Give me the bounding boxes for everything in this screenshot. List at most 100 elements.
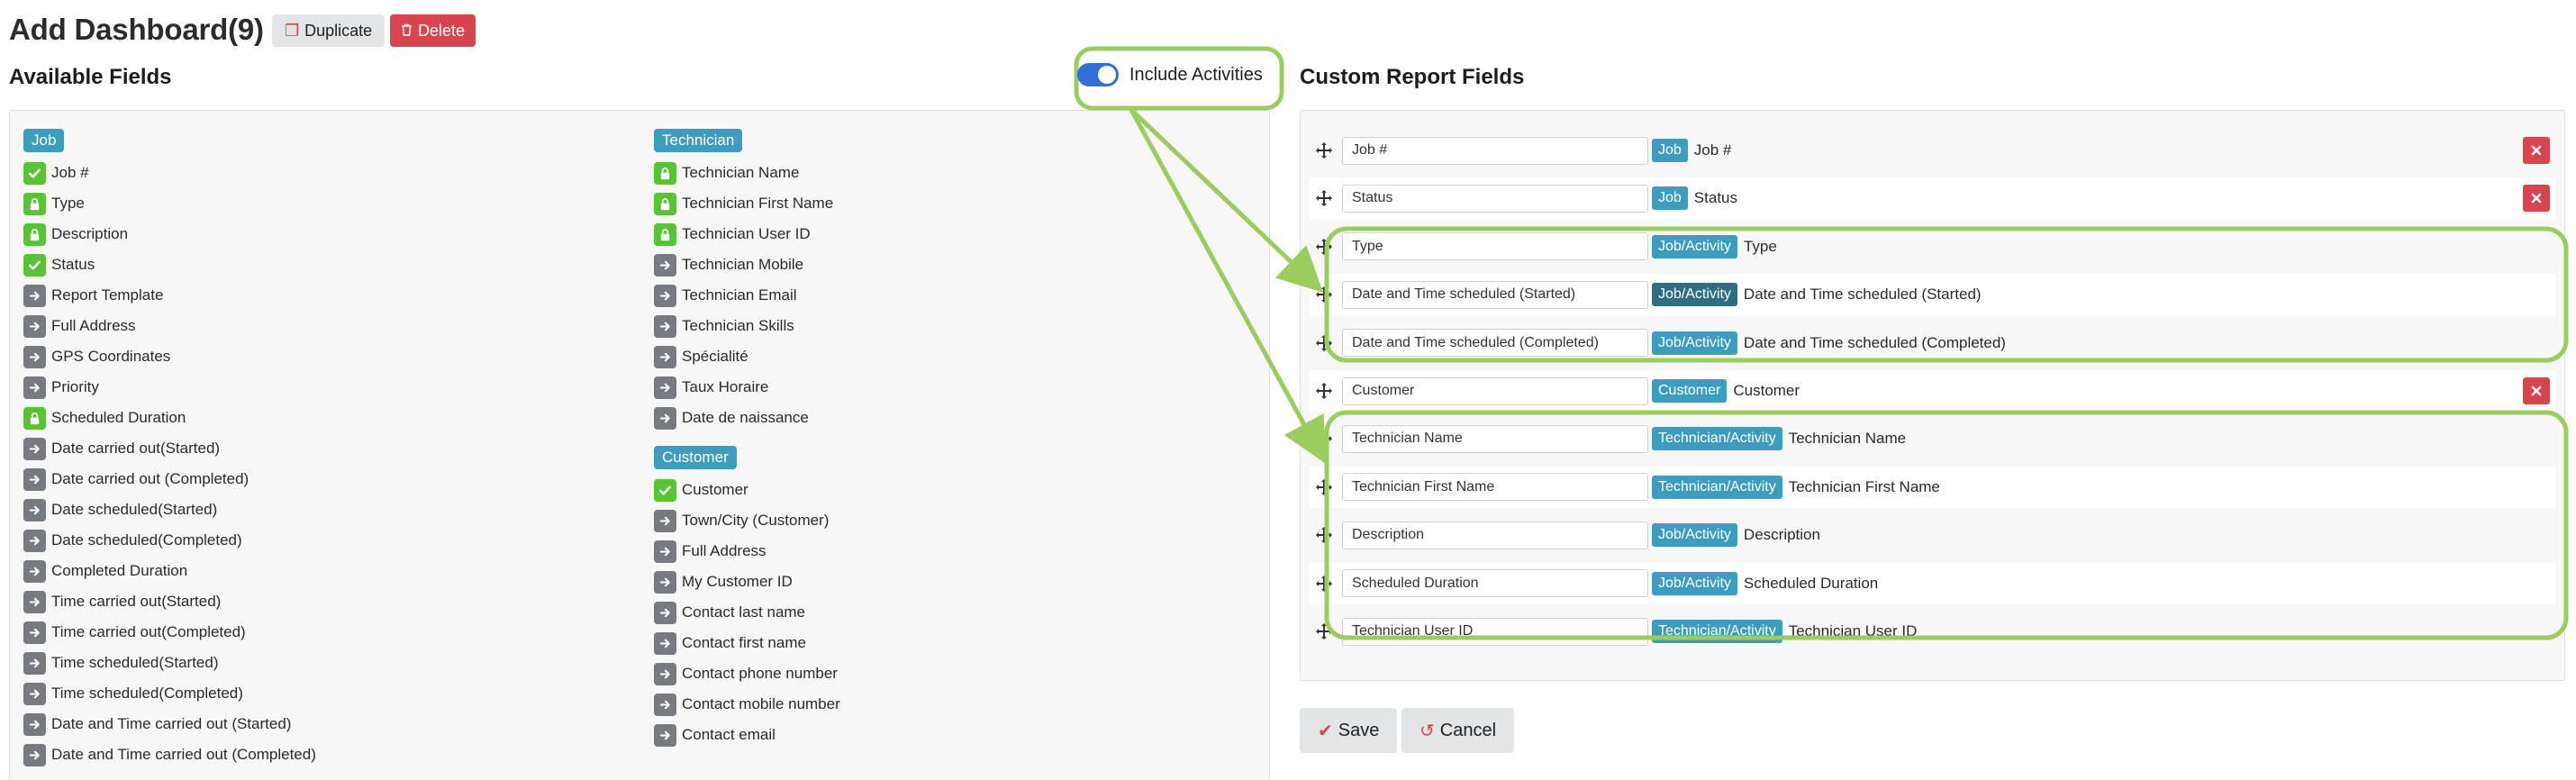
technician-field-item[interactable]: Date de naissance xyxy=(654,403,840,433)
technician-field-item[interactable]: Technician First Name xyxy=(654,188,840,219)
job-field-item[interactable]: Completed Duration xyxy=(23,556,316,586)
field-label: Customer xyxy=(682,481,748,498)
remove-field-button[interactable] xyxy=(2523,137,2550,164)
job-field-item[interactable]: Priority xyxy=(23,372,316,403)
duplicate-button[interactable]: ❐ Duplicate xyxy=(272,14,385,47)
job-field-item[interactable]: Date carried out(Started) xyxy=(23,433,316,464)
move-handle-icon[interactable] xyxy=(1315,334,1333,352)
save-button[interactable]: ✔ Save xyxy=(1300,708,1398,753)
job-field-item[interactable]: Date and Time carried out (Started) xyxy=(23,709,316,739)
job-field-item[interactable]: Description xyxy=(23,219,316,249)
job-field-item[interactable]: Time scheduled(Completed) xyxy=(23,678,316,709)
report-field-name-input[interactable] xyxy=(1342,329,1648,358)
job-field-item[interactable]: Date scheduled(Completed) xyxy=(23,525,316,556)
technician-field-item[interactable]: Technician Name xyxy=(654,158,840,188)
arrow-right-icon xyxy=(23,590,46,613)
report-field-name-input[interactable] xyxy=(1342,473,1648,502)
arrow-right-icon xyxy=(23,314,46,338)
customer-field-item[interactable]: Contact email xyxy=(654,720,840,750)
move-handle-icon[interactable] xyxy=(1315,141,1333,159)
report-field-name-input[interactable] xyxy=(1342,232,1648,261)
report-field-name-input[interactable] xyxy=(1342,376,1648,405)
arrow-right-icon xyxy=(23,284,46,307)
customer-field-item[interactable]: Town/City (Customer) xyxy=(654,505,840,536)
report-field-name-input[interactable] xyxy=(1342,280,1648,309)
technician-field-item[interactable]: Spécialité xyxy=(654,341,840,372)
include-activities-toggle-group: Include Activities xyxy=(1077,63,1263,86)
save-label: Save xyxy=(1338,720,1380,740)
remove-field-button[interactable] xyxy=(2523,185,2550,213)
customer-field-item[interactable]: Contact last name xyxy=(654,597,840,628)
move-handle-icon[interactable] xyxy=(1315,238,1333,256)
arrow-right-icon xyxy=(23,345,46,368)
field-label: Report Template xyxy=(51,286,164,304)
customer-field-item[interactable]: Contact phone number xyxy=(654,658,840,689)
arrow-right-icon xyxy=(23,529,46,552)
arrow-right-icon xyxy=(654,509,676,532)
field-source-label: Date and Time scheduled (Started) xyxy=(1743,286,1982,304)
job-field-item[interactable]: Full Address xyxy=(23,311,316,341)
report-field-name-input[interactable] xyxy=(1342,617,1648,646)
customer-field-item[interactable]: Full Address xyxy=(654,536,840,567)
technician-field-item[interactable]: Technician Email xyxy=(654,280,840,311)
technician-field-item[interactable]: Taux Horaire xyxy=(654,372,840,403)
field-label: Completed Duration xyxy=(51,562,188,579)
technician-field-item[interactable]: Technician User ID xyxy=(654,219,840,249)
report-field-name-input[interactable] xyxy=(1342,569,1648,598)
lock-icon xyxy=(23,406,46,430)
customer-field-item[interactable]: Contact first name xyxy=(654,628,840,658)
technician-field-item[interactable]: Technician Mobile xyxy=(654,249,840,280)
job-field-item[interactable]: Date and Time carried out (Completed) xyxy=(23,739,316,770)
customer-field-item[interactable]: Customer xyxy=(654,475,840,505)
move-handle-icon[interactable] xyxy=(1315,189,1333,207)
job-field-item[interactable]: Job # xyxy=(23,158,316,188)
job-field-item[interactable]: Time carried out(Started) xyxy=(23,586,316,617)
remove-field-button[interactable] xyxy=(2523,377,2550,404)
move-handle-icon[interactable] xyxy=(1315,286,1333,304)
technician-field-item[interactable]: Technician Skills xyxy=(654,311,840,341)
report-field-name-input[interactable] xyxy=(1342,136,1648,165)
report-field-name-input[interactable] xyxy=(1342,521,1648,549)
delete-button[interactable]: Delete xyxy=(390,14,476,47)
field-source-label: Description xyxy=(1743,526,1820,544)
job-field-item[interactable]: Report Template xyxy=(23,280,316,311)
field-source-label: Date and Time scheduled (Completed) xyxy=(1743,333,2006,351)
job-field-item[interactable]: Status xyxy=(23,249,316,280)
job-field-item[interactable]: Time carried out(Completed) xyxy=(23,617,316,648)
close-icon xyxy=(2531,385,2542,396)
include-activities-toggle[interactable] xyxy=(1077,63,1119,86)
job-field-item[interactable]: Time scheduled(Started) xyxy=(23,648,316,678)
move-handle-icon[interactable] xyxy=(1315,430,1333,448)
move-handle-icon[interactable] xyxy=(1315,622,1333,640)
move-handle-icon[interactable] xyxy=(1315,382,1333,400)
job-field-item[interactable]: Type xyxy=(23,188,316,219)
customer-field-item[interactable]: Contact mobile number xyxy=(654,689,840,720)
move-handle-icon[interactable] xyxy=(1315,526,1333,544)
report-field-name-input[interactable] xyxy=(1342,424,1648,453)
customer-field-item[interactable]: My Customer ID xyxy=(654,567,840,597)
field-label: Technician First Name xyxy=(682,195,834,212)
move-handle-icon[interactable] xyxy=(1315,575,1333,593)
arrow-right-icon xyxy=(654,723,676,747)
cancel-button[interactable]: ↺ Cancel xyxy=(1401,708,1515,753)
move-handle-icon[interactable] xyxy=(1315,478,1333,496)
job-field-item[interactable]: GPS Coordinates xyxy=(23,341,316,372)
job-field-item[interactable]: Scheduled Duration xyxy=(23,403,316,433)
job-field-item[interactable]: Date scheduled(Started) xyxy=(23,494,316,525)
field-label: Technician Name xyxy=(682,164,800,181)
report-field-name-input[interactable] xyxy=(1342,184,1648,213)
job-field-item[interactable]: Date carried out (Completed) xyxy=(23,464,316,494)
